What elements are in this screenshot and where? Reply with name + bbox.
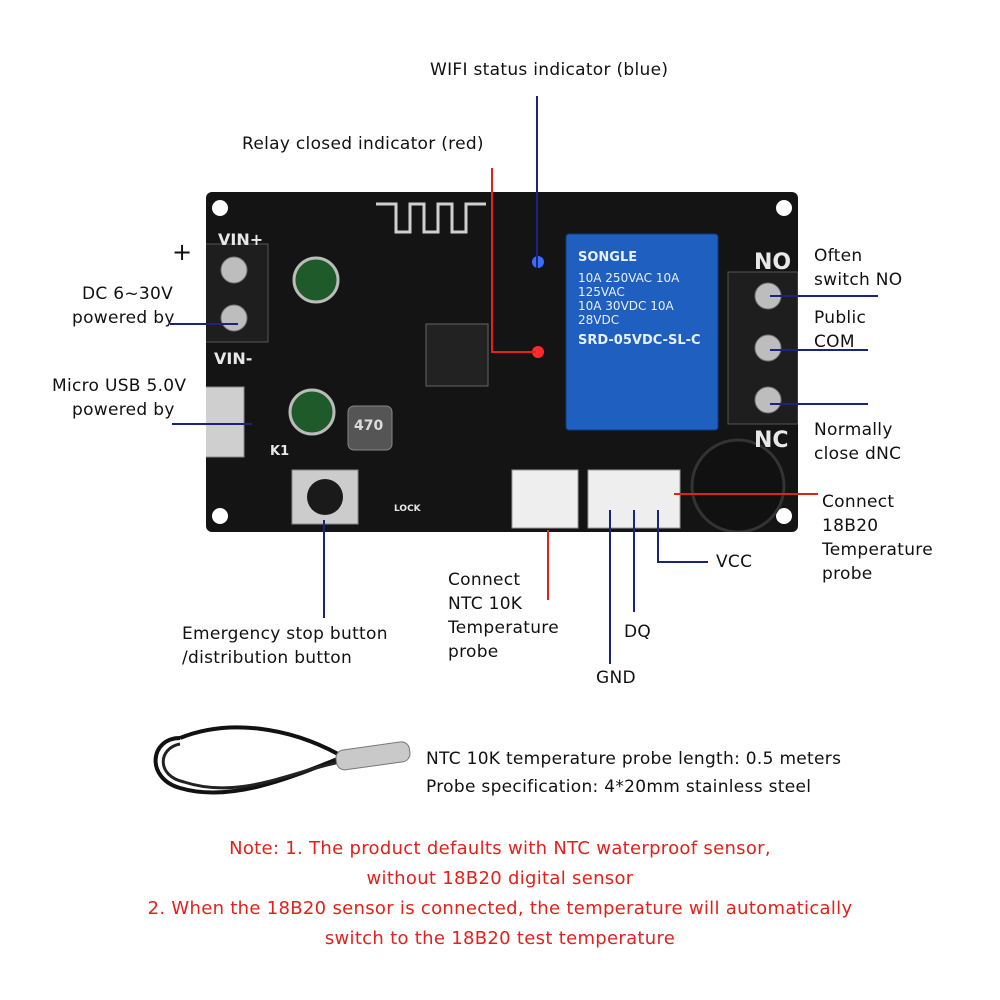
relay-rating-2: 10A 30VDC 10A 28VDC	[578, 299, 674, 327]
micro-usb-port	[206, 386, 245, 458]
connect-ntc-label-line2: NTC 10K	[448, 594, 523, 614]
relay	[565, 233, 719, 431]
connect-ntc-label-line1: Connect	[448, 570, 521, 590]
usb-power-label-line1: Micro USB 5.0V	[52, 376, 187, 396]
public-com-label-line1: Public	[814, 308, 867, 328]
relay-brand: SONGLE	[578, 250, 638, 265]
plus-sign: +	[172, 238, 193, 266]
silk-vin-minus: VIN-	[214, 349, 253, 368]
connect-ntc-label-line3: Temperature	[448, 618, 559, 638]
emergency-button-label-line2: /distribution button	[182, 648, 353, 668]
silk-no: NO	[754, 250, 792, 275]
gnd-label: GND	[596, 668, 636, 688]
dq-label: DQ	[624, 622, 652, 642]
relay-model: SRD-05VDC-SL-C	[578, 333, 701, 348]
connect-ntc-label-line4: probe	[448, 642, 499, 662]
terminal-screw	[220, 256, 248, 284]
probe-cable	[179, 725, 339, 756]
connect-18b20-label-line4: probe	[822, 564, 873, 584]
mount-hole	[776, 508, 792, 524]
connect-18b20-label-line1: Connect	[822, 492, 895, 512]
mount-hole	[212, 508, 228, 524]
probe-steel-tip	[335, 741, 411, 771]
usb-power-label-line2: powered by	[72, 400, 175, 420]
relay-leader-line	[491, 168, 536, 353]
terminal-screw	[754, 386, 782, 414]
wifi-antenna-trace	[376, 202, 486, 234]
silk-nc: NC	[754, 428, 789, 453]
wifi-indicator-label: WIFI status indicator (blue)	[430, 60, 669, 80]
pcb-board: VIN+ VIN- NO NC K1 470 LOCK SONGLE 10A 2…	[206, 192, 798, 532]
mount-hole	[212, 200, 228, 216]
capacitor	[288, 388, 336, 436]
dc-power-label-line2: powered by	[72, 308, 175, 328]
silk-k1: K1	[270, 444, 290, 459]
vcc-leader-line	[657, 510, 708, 563]
buzzer	[690, 438, 786, 532]
normally-close-label-line2: close dNC	[814, 444, 902, 464]
mcu-chip	[425, 323, 489, 387]
relay-markings: SONGLE 10A 250VAC 10A 125VAC 10A 30VDC 1…	[578, 250, 708, 420]
silk-lock: LOCK	[394, 504, 421, 514]
silk-vin-plus: VIN+	[218, 230, 264, 249]
often-switch-label-line2: switch NO	[814, 270, 903, 290]
vcc-label: VCC	[716, 552, 753, 572]
note-line-4: switch to the 18B20 test temperature	[324, 928, 676, 949]
note-line-1: Note: 1. The product defaults with NTC w…	[229, 838, 771, 859]
probe-length-text: NTC 10K temperature probe length: 0.5 me…	[426, 749, 842, 769]
pcb-artwork	[206, 200, 798, 532]
emergency-button-label-line1: Emergency stop button	[182, 624, 388, 644]
inductor	[347, 405, 393, 451]
capacitor	[292, 256, 340, 304]
ntc-connector	[511, 469, 579, 529]
ntc-probe-image	[153, 725, 411, 795]
probe-spec-text: Probe specification: 4*20mm stainless st…	[426, 777, 812, 797]
connect-18b20-label-line2: 18B20	[822, 516, 879, 536]
note-line-3: 2. When the 18B20 sensor is connected, t…	[147, 898, 853, 919]
dc-power-label-line1: DC 6~30V	[82, 284, 174, 304]
note-line-2: without 18B20 digital sensor	[366, 868, 634, 889]
relay-rating-1: 10A 250VAC 10A 125VAC	[578, 271, 680, 299]
connect-18b20-label-line3: Temperature	[822, 540, 933, 560]
button-cap	[307, 479, 343, 515]
often-switch-label-line1: Often	[814, 246, 863, 266]
silk-inductor: 470	[354, 418, 384, 434]
probe-cable	[161, 742, 341, 790]
terminal-screw	[754, 334, 782, 362]
relay-indicator-label: Relay closed indicator (red)	[242, 134, 484, 154]
public-com-label-line2: COM	[814, 332, 855, 352]
relay-led	[532, 346, 544, 358]
mount-hole	[776, 200, 792, 216]
normally-close-label-line1: Normally	[814, 420, 893, 440]
